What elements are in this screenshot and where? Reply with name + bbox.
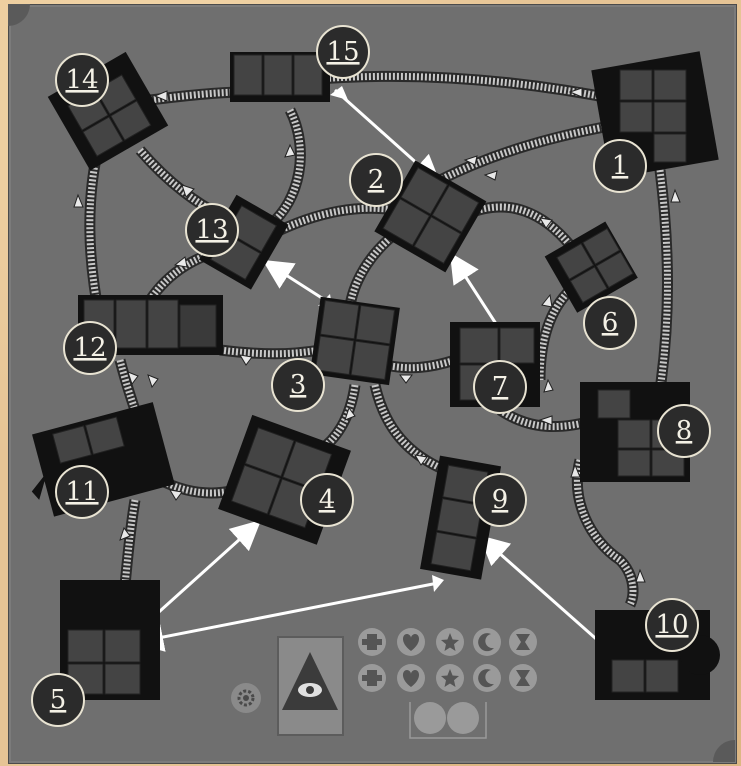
location-label-12: 12: [73, 333, 106, 363]
location-badge-3[interactable]: 3: [272, 359, 324, 411]
location-label-11: 11: [65, 477, 98, 507]
symbol-tokens: [358, 628, 537, 692]
card-slot[interactable]: [278, 637, 343, 735]
location-label-3: 3: [290, 370, 307, 400]
location-label-8: 8: [676, 416, 693, 446]
location-label-9: 9: [492, 485, 509, 515]
location-badge-8[interactable]: 8: [658, 405, 710, 457]
location-badge-7[interactable]: 7: [474, 361, 526, 413]
location-label-2: 2: [368, 165, 385, 195]
location-badge-1[interactable]: 1: [594, 140, 646, 192]
location-badge-15[interactable]: 15: [317, 26, 369, 78]
road-2-6: [465, 207, 570, 245]
token-circle[interactable]: [447, 702, 479, 734]
road-15-13: [270, 110, 300, 225]
gear-icon[interactable]: [231, 683, 261, 713]
hourglass-icon[interactable]: [509, 664, 537, 692]
location-label-4: 4: [319, 485, 336, 515]
location-badge-14[interactable]: 14: [56, 54, 108, 106]
location-label-6: 6: [602, 308, 619, 338]
location-badge-4[interactable]: 4: [301, 474, 353, 526]
location-label-15: 15: [326, 37, 359, 67]
star-icon[interactable]: [436, 628, 464, 656]
location-label-13: 13: [195, 215, 228, 245]
location-badge-9[interactable]: 9: [474, 474, 526, 526]
location-badge-12[interactable]: 12: [64, 322, 116, 374]
location-badge-5[interactable]: 5: [32, 674, 84, 726]
heart-icon[interactable]: [397, 628, 425, 656]
location-label-10: 10: [655, 610, 688, 640]
cross-icon[interactable]: [358, 664, 386, 692]
location-badge-11[interactable]: 11: [56, 466, 108, 518]
road-3-9: [375, 385, 445, 470]
location-badge-10[interactable]: 10: [646, 599, 698, 651]
location-badge-2[interactable]: 2: [350, 154, 402, 206]
star-icon[interactable]: [436, 664, 464, 692]
heart-icon[interactable]: [397, 664, 425, 692]
location-label-7: 7: [492, 372, 509, 402]
building-15[interactable]: [230, 52, 330, 102]
road-1-2: [440, 125, 615, 180]
location-label-1: 1: [612, 151, 629, 181]
building-3[interactable]: [310, 297, 400, 385]
moon-icon[interactable]: [473, 664, 501, 692]
token-circle[interactable]: [414, 702, 446, 734]
location-label-14: 14: [65, 65, 98, 95]
location-badge-6[interactable]: 6: [584, 297, 636, 349]
cross-icon[interactable]: [358, 628, 386, 656]
moon-icon[interactable]: [473, 628, 501, 656]
location-label-5: 5: [50, 685, 67, 715]
hourglass-icon[interactable]: [509, 628, 537, 656]
token-holder[interactable]: [410, 702, 486, 738]
location-badge-13[interactable]: 13: [186, 204, 238, 256]
